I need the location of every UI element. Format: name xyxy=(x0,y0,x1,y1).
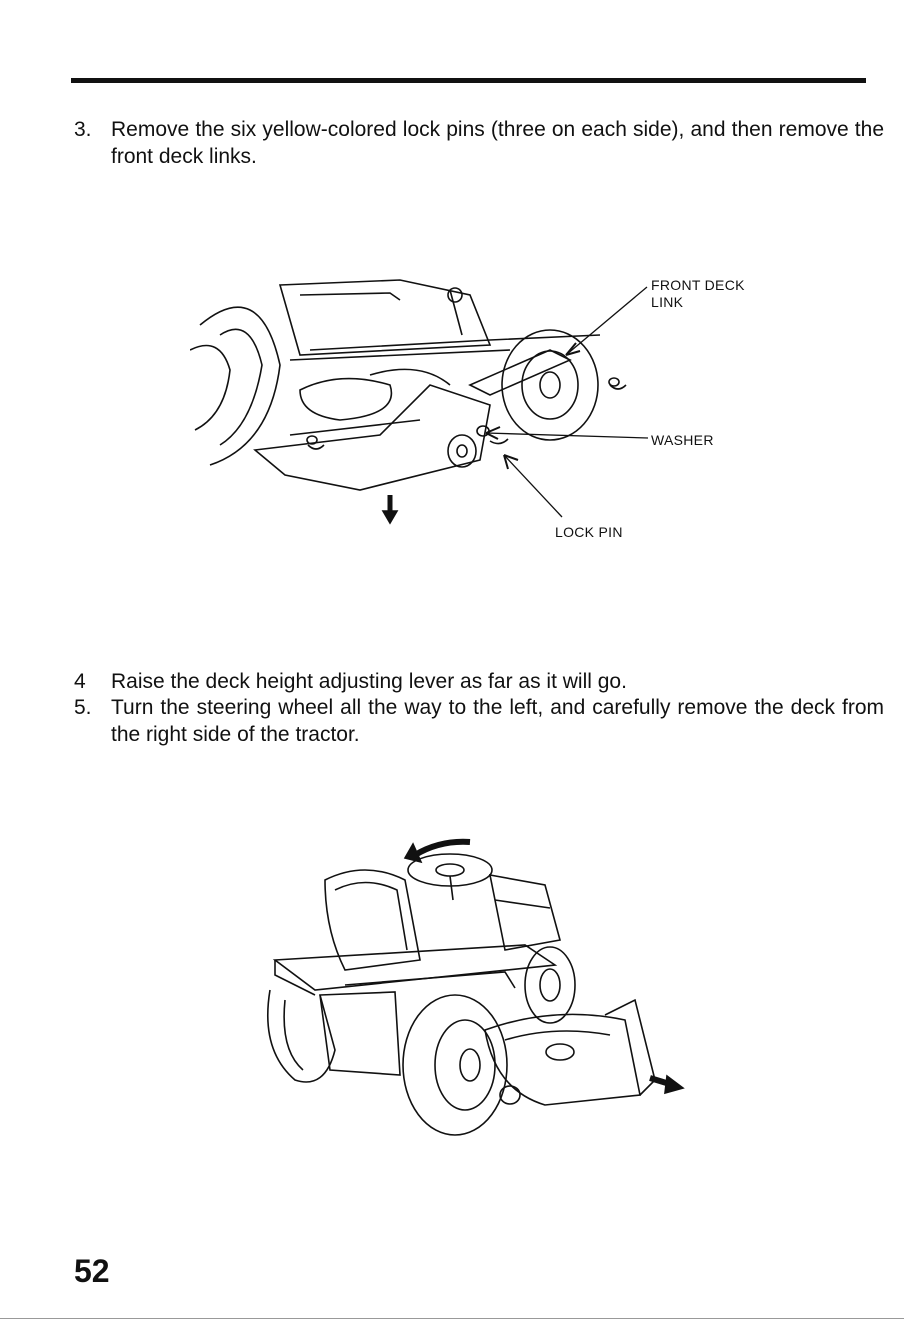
footer-rule xyxy=(0,1318,904,1319)
step-number: 4 xyxy=(74,670,86,693)
step-text: Raise the deck height adjusting lever as… xyxy=(111,670,627,693)
figure-deck-link-removal xyxy=(190,255,790,555)
step-3: 3. Remove the six yellow-colored lock pi… xyxy=(74,116,884,176)
label-front-deck-link-line1: FRONT DECK xyxy=(651,277,745,293)
label-front-deck-link: FRONT DECK LINK xyxy=(651,277,745,311)
step-number: 3. xyxy=(74,118,92,141)
step-5: 5. Turn the steering wheel all the way t… xyxy=(74,694,884,754)
step-text: Remove the six yellow-colored lock pins … xyxy=(111,118,884,168)
header-rule xyxy=(71,78,866,83)
page-number: 52 xyxy=(74,1253,110,1289)
label-lock-pin: LOCK PIN xyxy=(555,524,623,540)
step-number: 5. xyxy=(74,696,92,719)
label-washer: WASHER xyxy=(651,432,714,448)
figure-deck-removal-tractor xyxy=(255,820,695,1140)
label-front-deck-link-line2: LINK xyxy=(651,294,684,310)
step-4: 4 Raise the deck height adjusting lever … xyxy=(74,668,884,698)
step-text: Turn the steering wheel all the way to t… xyxy=(111,696,884,746)
